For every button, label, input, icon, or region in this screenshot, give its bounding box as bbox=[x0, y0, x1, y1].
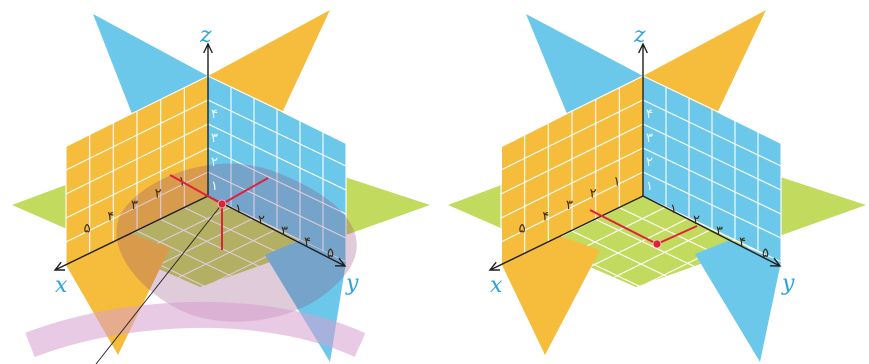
z-tick-label: ۳ bbox=[646, 131, 653, 146]
right-coordinate-diagram: ۴ ۳ ۲ ۱ ۵ ۴ ۳ ۲ ۱ ۱ ۲ ۳ ۴ ۵ z x y bbox=[448, 10, 866, 362]
yz-plane-lower-front bbox=[695, 240, 781, 362]
z-arrow bbox=[203, 42, 213, 54]
xz-plane-lower-front bbox=[502, 236, 600, 355]
xz-plane-lower-front bbox=[66, 233, 170, 355]
y-tick-label: ۳ bbox=[716, 224, 723, 239]
floor-grid-line bbox=[569, 228, 713, 300]
z-tick-label: ۱ bbox=[646, 179, 653, 194]
point-projection bbox=[169, 174, 269, 250]
x-tick-label: ۵ bbox=[84, 221, 91, 236]
z-tick-label: ۲ bbox=[211, 155, 218, 170]
y-axis bbox=[642, 195, 781, 267]
red-point bbox=[652, 239, 662, 249]
x-axis-label: x bbox=[55, 273, 68, 298]
x-tick-label: ۳ bbox=[131, 198, 138, 213]
xz-grid-line bbox=[65, 147, 209, 219]
point-projection bbox=[589, 209, 698, 249]
yz-grid-line bbox=[207, 75, 347, 143]
watermark-swirl bbox=[116, 163, 357, 322]
projection-line-y bbox=[656, 225, 698, 245]
y-tick-label: ۴ bbox=[304, 235, 311, 250]
y-tick-label: ۱ bbox=[670, 202, 677, 217]
y-tick-label: ۵ bbox=[327, 246, 334, 261]
y-arrow bbox=[769, 257, 782, 267]
x-arrow bbox=[488, 261, 501, 271]
x-tick-label: ۴ bbox=[107, 210, 114, 225]
z-tick-label: ۱ bbox=[211, 179, 218, 194]
x-tick-label: ۲ bbox=[590, 186, 597, 201]
yz-grid-line bbox=[642, 171, 782, 239]
projection-line-2 bbox=[169, 174, 223, 205]
watermark bbox=[25, 163, 366, 358]
red-point bbox=[217, 199, 227, 209]
x-tick-label: ۵ bbox=[519, 221, 526, 236]
xz-grid-line bbox=[65, 99, 209, 171]
yz-grid-line bbox=[207, 123, 347, 191]
floor-grid-line bbox=[134, 228, 278, 300]
xz-grid-line bbox=[65, 123, 209, 195]
z-axis-label: z bbox=[633, 23, 646, 48]
yz-grid-line bbox=[642, 123, 782, 191]
front-planes bbox=[502, 236, 781, 362]
y-axis-label: y bbox=[345, 271, 359, 296]
x-tick-label: ۲ bbox=[155, 186, 162, 201]
y-tick-label: ۳ bbox=[281, 224, 288, 239]
axes bbox=[488, 42, 782, 271]
watermark-arc bbox=[25, 301, 366, 358]
y-axis bbox=[207, 195, 346, 267]
yz-grid-line bbox=[642, 99, 782, 167]
tick-labels: ۴ ۳ ۲ ۱ ۵ ۴ ۳ ۲ ۱ ۱ ۲ ۳ ۴ ۵ bbox=[519, 107, 769, 261]
projection-line-3 bbox=[221, 177, 269, 205]
projection-line-x bbox=[589, 209, 658, 245]
z-arrow bbox=[638, 42, 648, 54]
yz-grid-line bbox=[207, 99, 347, 167]
y-axis-label: y bbox=[781, 271, 795, 296]
pointer-line bbox=[95, 203, 223, 364]
y-arrow bbox=[334, 257, 347, 267]
y-tick-label: ۵ bbox=[762, 246, 769, 261]
xz-grid-line bbox=[65, 75, 209, 147]
y-tick-label: ۴ bbox=[739, 235, 746, 250]
x-tick-label: ۴ bbox=[542, 210, 549, 225]
yz-grid-line bbox=[207, 147, 347, 215]
x-arrow bbox=[53, 261, 66, 271]
y-tick-label: ۲ bbox=[693, 213, 700, 228]
x-axis-label: x bbox=[490, 273, 503, 298]
x-axis bbox=[54, 195, 209, 271]
yz-grid-line bbox=[207, 171, 347, 239]
z-axis-label: z bbox=[199, 23, 212, 48]
yz-grid-line bbox=[642, 147, 782, 215]
xz-grid-line bbox=[500, 147, 644, 219]
z-tick-label: ۴ bbox=[646, 107, 653, 122]
axes bbox=[53, 42, 347, 271]
xz-grid-line bbox=[500, 171, 644, 243]
x-tick-label: ۳ bbox=[566, 198, 573, 213]
yz-grid-line bbox=[642, 75, 782, 143]
y-tick-label: ۲ bbox=[258, 213, 265, 228]
x-tick-label: ۱ bbox=[613, 175, 620, 190]
xz-grid-line bbox=[500, 123, 644, 195]
z-tick-label: ۳ bbox=[211, 131, 218, 146]
z-tick-label: ۲ bbox=[646, 155, 653, 170]
y-tick-label: ۱ bbox=[235, 202, 242, 217]
xz-grid-line bbox=[500, 75, 644, 147]
z-tick-label: ۴ bbox=[211, 107, 218, 122]
xz-grid-line bbox=[500, 99, 644, 171]
x-axis bbox=[489, 195, 644, 271]
